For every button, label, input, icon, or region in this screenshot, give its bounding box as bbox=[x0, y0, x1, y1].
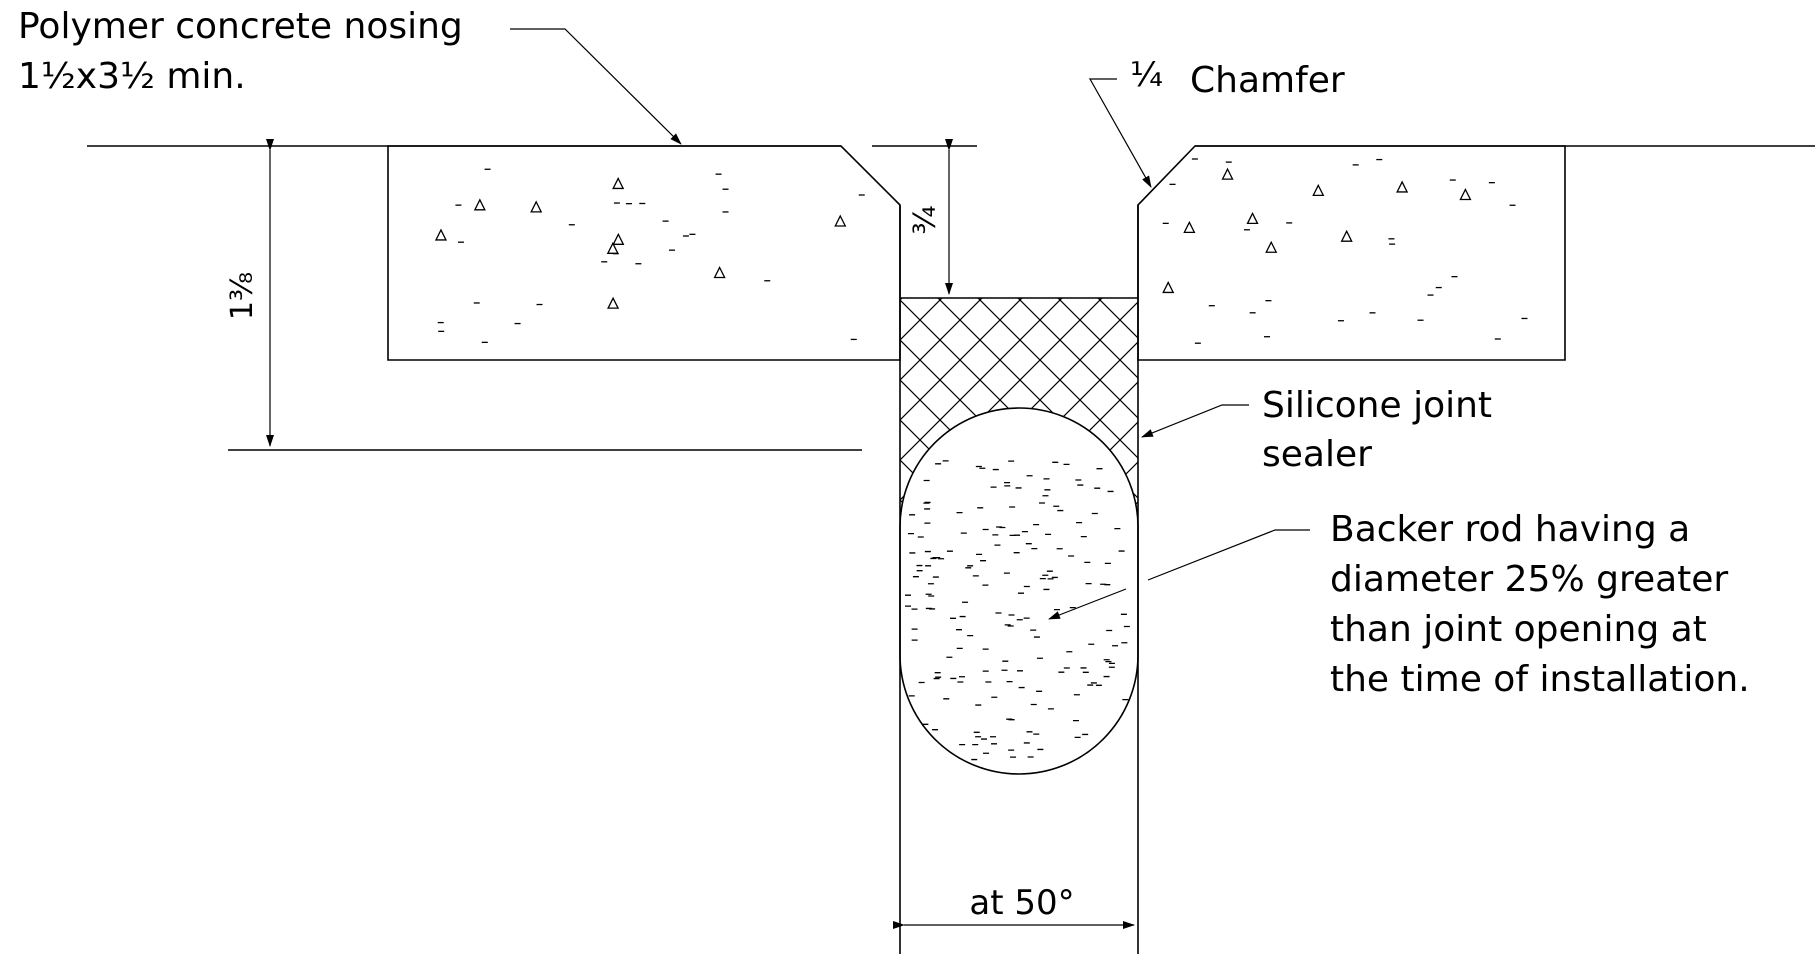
texture-aggregate bbox=[1396, 180, 1409, 193]
texture-aggregate bbox=[612, 232, 625, 245]
texture-aggregate bbox=[1312, 183, 1325, 197]
chamfer-leader bbox=[1088, 78, 1152, 188]
silicone-leader bbox=[1141, 404, 1249, 438]
depth-total-label: 1⅜ bbox=[225, 272, 260, 320]
nosing-label-line2: 1½x3½ min. bbox=[18, 56, 246, 97]
texture-aggregate bbox=[473, 198, 486, 211]
texture-aggregate bbox=[1183, 220, 1196, 233]
texture-aggregate bbox=[1221, 167, 1234, 180]
texture-aggregate bbox=[612, 176, 625, 190]
texture-aggregate bbox=[530, 200, 543, 213]
texture-aggregate bbox=[606, 241, 619, 254]
backer-label-line4: the time of installation. bbox=[1330, 659, 1750, 700]
chamfer-label: Chamfer bbox=[1190, 60, 1345, 101]
texture-aggregate bbox=[434, 228, 448, 241]
nosing-leader bbox=[510, 28, 682, 145]
texture-aggregate bbox=[1246, 211, 1259, 225]
texture-aggregate bbox=[1162, 280, 1175, 294]
backer-leader-outer bbox=[1147, 529, 1310, 581]
texture-aggregate bbox=[607, 296, 620, 309]
nosing-block-left bbox=[387, 145, 901, 361]
backer-label-line3: than joint opening at bbox=[1330, 609, 1707, 650]
nosing-label-line1: Polymer concrete nosing bbox=[18, 6, 463, 47]
backer-label-line2: diameter 25% greater bbox=[1330, 559, 1728, 600]
silicone-label-line2: sealer bbox=[1262, 434, 1372, 475]
backer-rod bbox=[899, 407, 1139, 775]
concrete-texture bbox=[434, 158, 1528, 344]
depth-top-label: ¾ bbox=[908, 205, 943, 234]
texture-aggregate bbox=[713, 266, 726, 279]
texture-aggregate bbox=[834, 214, 847, 227]
nosing-block-right bbox=[1137, 145, 1566, 361]
texture-aggregate bbox=[1265, 240, 1278, 253]
chamfer-value: ¼ bbox=[1130, 55, 1163, 95]
silicone-sealer bbox=[900, 297, 1138, 527]
backer-leader-inner bbox=[1048, 588, 1127, 620]
opening-label: at 50° bbox=[969, 883, 1074, 923]
texture-aggregate bbox=[1340, 229, 1353, 242]
backer-label-line1: Backer rod having a bbox=[1330, 509, 1690, 550]
texture-aggregate bbox=[1459, 188, 1472, 201]
silicone-label-line1: Silicone joint bbox=[1262, 385, 1492, 426]
